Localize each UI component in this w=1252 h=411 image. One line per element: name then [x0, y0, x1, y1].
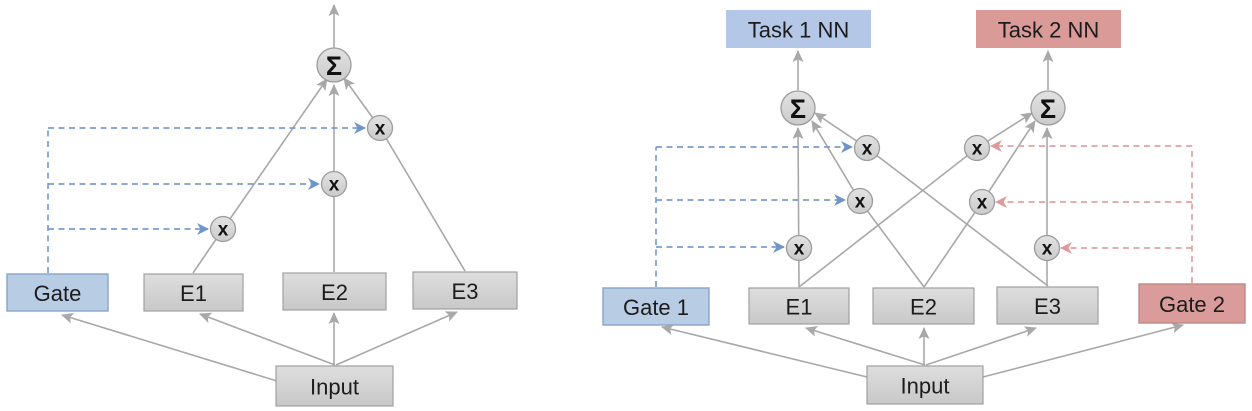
multi-gate-moe-node-label-x1-mid: x: [855, 192, 866, 213]
multi-gate-moe-node-x2-mid: [968, 188, 996, 216]
multi-gate-moe-node-label-x1-top: x: [862, 139, 873, 160]
single-gate-moe-node-label-x-e1: x: [218, 220, 229, 241]
multi-gate-moe-edge-in-to-gate2: [982, 322, 1184, 378]
multi-gate-moe-box-e1: [748, 287, 850, 325]
single-gate-moe-edge-in-to-gate: [61, 312, 278, 382]
single-gate-moe-box-e2: [282, 272, 387, 311]
single-gate-moe-node-label-sum: Σ: [326, 51, 342, 81]
multi-gate-moe-node-sum2: [1030, 90, 1066, 126]
multi-gate-moe-node-x2-top: [963, 134, 991, 162]
multi-gate-moe-box-task1-nn: [726, 10, 871, 48]
multi-gate-moe-box-label-gate1: Gate 1: [623, 295, 689, 320]
multi-gate-moe-edge-in-to-gate1: [661, 324, 868, 378]
multi-gate-moe-node-x2-bot: [1033, 234, 1061, 262]
multi-gate-moe-edge-e1-to-sum2: [798, 112, 1033, 288]
single-gate-moe-edge-in-to-e3: [335, 311, 458, 366]
single-gate-moe-box-input: [275, 365, 394, 407]
multi-gate-moe-node-label-x2-mid: x: [977, 193, 988, 214]
multi-gate-moe-node-label-x1-bot: x: [794, 239, 805, 260]
multi-gate-moe-node-x1-bot: [785, 234, 813, 262]
multi-gate-moe-edge-in-to-e3: [925, 326, 1037, 366]
multi-gate-moe-box-label-e2: E2: [910, 295, 937, 320]
multi-gate-moe-node-label-x2-top: x: [972, 139, 983, 160]
single-gate-moe-box-gate: [6, 273, 109, 312]
multi-gate-moe-box-task2-nn: [976, 10, 1121, 48]
single-gate-moe-node-label-x-e3: x: [375, 119, 386, 140]
single-gate-moe-node-sum: [316, 47, 352, 83]
multi-gate-moe-node-label-x2-bot: x: [1042, 239, 1053, 260]
single-gate-moe-edge-e3-to-sum: [343, 77, 466, 272]
single-gate-moe-node-x-e3: [366, 114, 394, 142]
single-gate-moe-node-x-e2: [320, 170, 348, 198]
single-gate-moe-edge-in-to-e1: [199, 312, 336, 366]
single-gate-moe-box-label-input: Input: [310, 375, 359, 400]
single-gate-moe-box-e1: [143, 273, 244, 312]
multi-gate-moe-node-x1-top: [853, 134, 881, 162]
single-gate-moe-box-e3: [412, 271, 518, 310]
multi-gate-moe-box-label-task1-nn: Task 1 NN: [748, 18, 849, 43]
multi-gate-moe-box-label-e3: E3: [1034, 294, 1061, 319]
single-gate-moe-edge-e1-to-sum: [192, 78, 328, 274]
multi-gate-moe-box-label-task2-nn: Task 2 NN: [998, 18, 1099, 43]
multi-gate-moe-box-label-input: Input: [901, 374, 950, 399]
multi-gate-moe-node-x1-mid: [846, 187, 874, 215]
multi-gate-moe: Task 1 NN Task 2 NN Gate 1 E1 E2 E3 Gate 2 Inpu…: [602, 10, 1246, 405]
multi-gate-moe-node-sum1: [780, 90, 816, 126]
single-gate-moe-node-x-e1: [209, 215, 237, 243]
single-gate-moe-box-label-e3: E3: [452, 279, 479, 304]
multi-gate-moe-box-label-gate2: Gate 2: [1159, 292, 1225, 317]
multi-gate-moe-box-e2: [872, 287, 975, 325]
multi-gate-moe-edge-in-to-e1: [805, 326, 926, 366]
multi-gate-moe-box-e3: [996, 286, 1099, 325]
single-gate-moe-box-label-e2: E2: [321, 280, 348, 305]
multi-gate-moe-node-label-sum1: Σ: [790, 94, 806, 124]
multi-gate-moe-node-label-sum2: Σ: [1040, 94, 1056, 124]
single-gate-moe-box-label-gate: Gate: [34, 281, 82, 306]
multi-gate-moe-box-gate1: [602, 287, 710, 326]
single-gate-moe-node-label-x-e2: x: [329, 175, 340, 196]
multi-gate-moe-edge-e1-to-sum1: [792, 127, 804, 288]
single-gate-moe-box-label-e1: E1: [180, 281, 207, 306]
multi-gate-moe-box-label-e1: E1: [786, 295, 813, 320]
multi-gate-moe-box-input: [866, 365, 984, 405]
multi-gate-moe-box-gate2: [1138, 283, 1246, 324]
